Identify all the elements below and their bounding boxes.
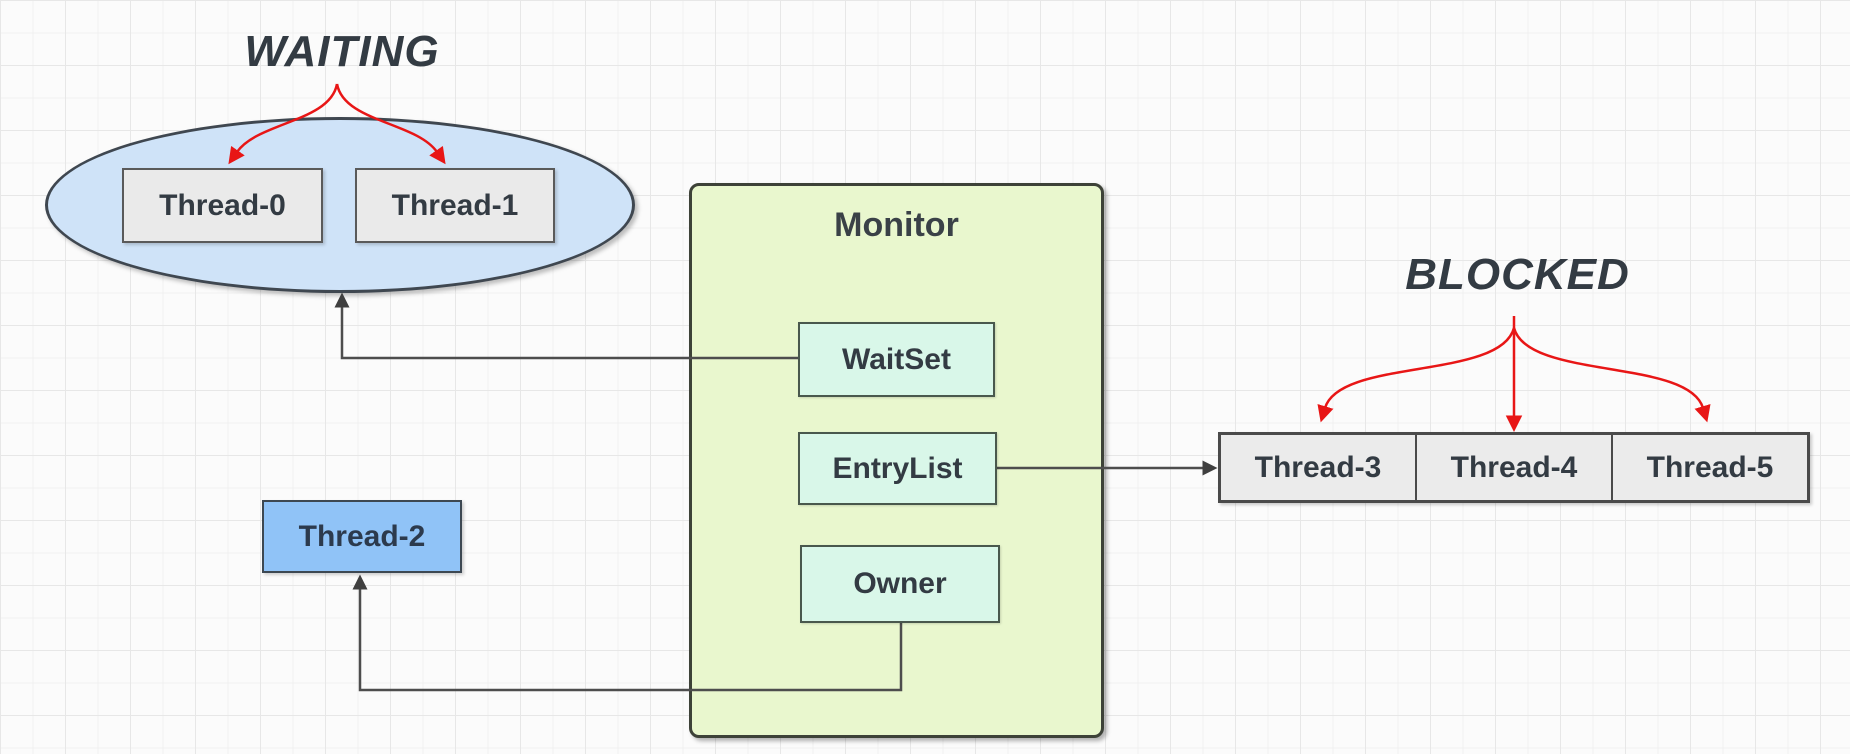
owner-label: Owner — [853, 567, 947, 600]
blocked-fork-left — [1317, 327, 1516, 423]
thread-2-box: Thread-2 — [262, 500, 462, 573]
waitset-label: WaitSet — [842, 342, 951, 376]
thread-4-box: Thread-4 — [1415, 435, 1611, 500]
thread-3-box: Thread-3 — [1254, 450, 1382, 484]
blocked-state-label: BLOCKED — [1405, 250, 1630, 299]
monitor-slot-entrylist: EntryList — [798, 432, 997, 505]
thread-2-label: Thread-2 — [298, 519, 426, 553]
thread-1-label: Thread-1 — [391, 188, 519, 222]
entrylist-label: EntryList — [832, 451, 963, 485]
thread-0-label: Thread-0 — [159, 188, 286, 222]
monitor-title: Monitor — [834, 206, 959, 244]
blocked-fork-right — [1512, 327, 1711, 423]
thread-5-box: Thread-5 — [1611, 435, 1807, 500]
blocked-thread-row: Thread-3 Thread-4 Thread-5 — [1218, 432, 1810, 503]
monitor-slot-owner: Owner — [800, 545, 1000, 623]
monitor-slot-waitset: WaitSet — [798, 322, 995, 397]
thread-0-box: Thread-0 — [122, 168, 323, 243]
waiting-state-label: WAITING — [244, 27, 440, 76]
thread-1-box: Thread-1 — [355, 168, 555, 243]
